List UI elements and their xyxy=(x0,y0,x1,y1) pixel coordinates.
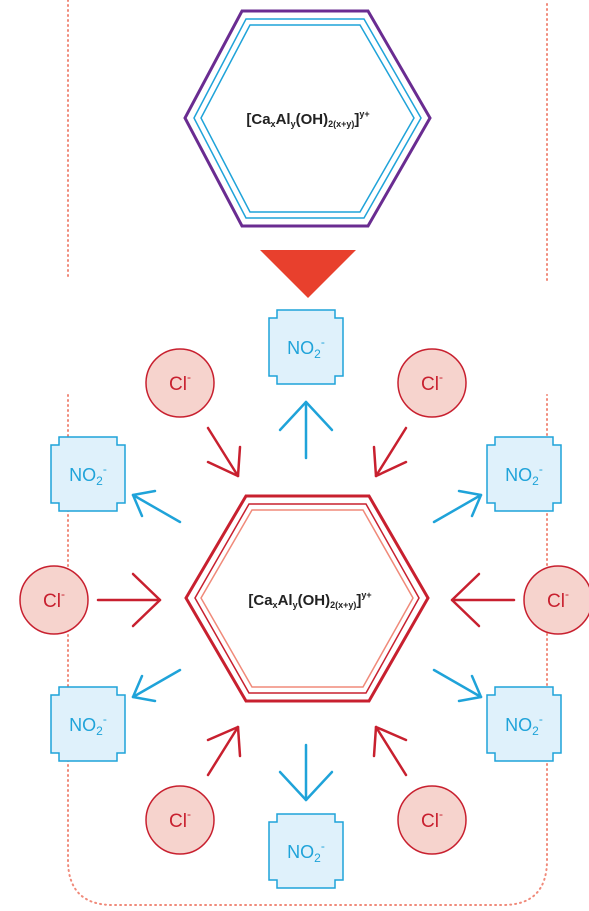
cl-ion-left: Cl- xyxy=(19,565,89,635)
no2-label: NO2- xyxy=(287,839,325,865)
top-hexagon: [CaxAly(OH)2(x+y)]y+ xyxy=(183,9,432,228)
transform-arrow xyxy=(260,250,356,298)
arrow-out-bottom xyxy=(278,743,334,802)
no2-ion-bottom: NO2- xyxy=(268,813,344,889)
no2-label: NO2- xyxy=(287,335,325,361)
cl-ion-upper-left: Cl- xyxy=(145,348,215,418)
arrow-out-lower-left xyxy=(131,668,182,703)
no2-label: NO2- xyxy=(69,462,107,488)
no2-ion-lower-right: NO2- xyxy=(486,686,562,762)
arrow-in-left xyxy=(96,572,162,628)
cl-label: Cl- xyxy=(421,370,443,395)
top-formula: [CaxAly(OH)2(x+y)]y+ xyxy=(246,109,369,129)
arrow-out-top xyxy=(278,400,334,460)
no2-label: NO2- xyxy=(69,712,107,738)
bottom-hexagon: [CaxAly(OH)2(x+y)]y+ xyxy=(184,494,430,703)
cl-label: Cl- xyxy=(421,807,443,832)
arrow-in-upper-left xyxy=(206,426,242,478)
cl-ion-right: Cl- xyxy=(523,565,589,635)
cl-label: Cl- xyxy=(169,370,191,395)
cl-label: Cl- xyxy=(547,587,569,612)
cl-ion-upper-right: Cl- xyxy=(397,348,467,418)
arrow-in-lower-left xyxy=(206,725,242,777)
arrow-out-lower-right xyxy=(432,668,483,703)
no2-label: NO2- xyxy=(505,712,543,738)
arrow-out-upper-right xyxy=(432,489,483,524)
no2-label: NO2- xyxy=(505,462,543,488)
arrow-in-lower-right xyxy=(372,725,408,777)
cl-label: Cl- xyxy=(43,587,65,612)
no2-ion-top: NO2- xyxy=(268,309,344,385)
arrow-out-upper-left xyxy=(131,489,182,524)
cl-ion-lower-right: Cl- xyxy=(397,785,467,855)
no2-ion-lower-left: NO2- xyxy=(50,686,126,762)
arrow-in-upper-right xyxy=(372,426,408,478)
arrow-in-right xyxy=(450,572,516,628)
cl-label: Cl- xyxy=(169,807,191,832)
dotted-frame xyxy=(67,0,548,906)
no2-ion-upper-left: NO2- xyxy=(50,436,126,512)
cl-ion-lower-left: Cl- xyxy=(145,785,215,855)
no2-ion-upper-right: NO2- xyxy=(486,436,562,512)
